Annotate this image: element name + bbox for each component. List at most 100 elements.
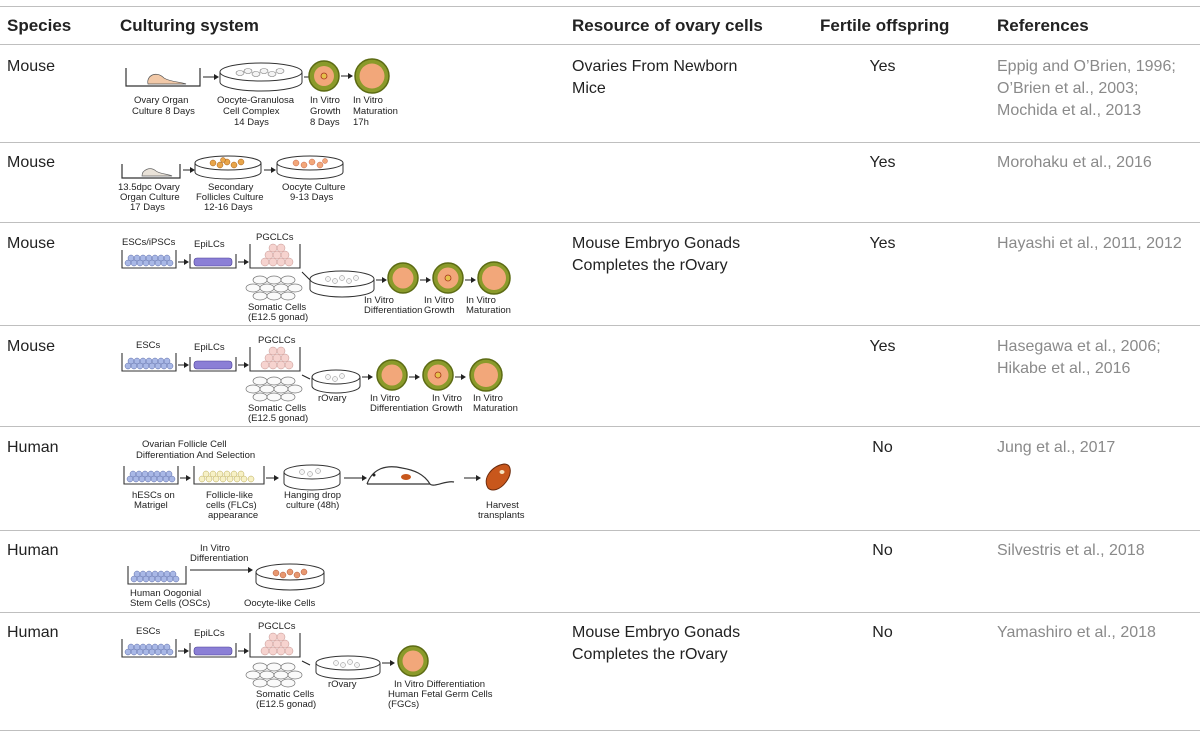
species-cell: Mouse [7, 235, 56, 252]
diagram-label: Maturation [473, 403, 518, 414]
culture-diagram: 13.5dpc Ovary Organ Culture 17 Days Seco… [110, 152, 530, 222]
cell-cluster-icon [235, 68, 285, 77]
diagram-label: Growth [424, 305, 455, 316]
diagram-label: Follicle-like [206, 490, 253, 501]
diagram-label: Maturation [353, 106, 398, 117]
diagram-label: In Vitro Differentiation [394, 679, 485, 690]
stem-cell-layer-icon [126, 470, 176, 483]
species-cell: Human [7, 624, 59, 641]
header-references: References [997, 16, 1089, 35]
diagram-label: culture (48h) [286, 500, 339, 511]
diagram-label: appearance [208, 510, 258, 521]
diagram-label: EpiLCs [194, 628, 225, 639]
species-cell: Mouse [7, 338, 56, 355]
diagram-label: Follicles Culture [196, 192, 264, 203]
epilc-layer-icon [193, 360, 233, 370]
arrow-icon [301, 660, 311, 666]
diagram-label: In Vitro [310, 95, 340, 106]
table-bottom-rule [0, 730, 1200, 731]
flc-layer-icon [198, 470, 255, 483]
header-rule [0, 44, 1200, 45]
row-rule [0, 530, 1200, 531]
diagram-label: Differentiation [364, 305, 422, 316]
references-cell: Hayashi et al., 2011, 2012 [997, 233, 1182, 255]
diagram-label: Cell Complex [223, 106, 280, 117]
diagram-label: Stem Cells (OSCs) [130, 598, 210, 609]
reference-line: Hikabe et al., 2016 [997, 360, 1131, 377]
diagram-label: Matrigel [134, 500, 168, 511]
diagram-label: Ovarian Follicle Cell [142, 439, 226, 450]
stem-cell-layer-icon [130, 570, 180, 583]
header-species: Species [7, 16, 72, 35]
dish-icon [127, 566, 187, 585]
row-rule [0, 142, 1200, 143]
resource-cell: Mouse Embryo Gonads Completes the rOvary [572, 233, 740, 277]
arrow-icon [244, 362, 249, 368]
table-top-rule [0, 6, 1200, 7]
ovary-tissue-icon [141, 168, 173, 177]
diagram-label: Somatic Cells [248, 302, 306, 313]
row-rule [0, 426, 1200, 427]
diagram-label: In Vitro [200, 543, 230, 554]
species-cell: Human [7, 439, 59, 456]
somatic-cells-icon [245, 275, 303, 301]
diagram-label: Culture 8 Days [132, 106, 195, 117]
species-cell: Mouse [7, 154, 56, 171]
fertile-offspring-cell: Yes [869, 154, 896, 171]
row-rule [0, 222, 1200, 223]
arrow-icon [415, 374, 420, 380]
fertile-offspring-cell: Yes [869, 58, 896, 75]
arrow-icon [426, 277, 431, 283]
diagram-label: Differentiation And Selection [136, 450, 255, 461]
resource-line: Completes the rOvary [572, 646, 728, 663]
diagram-label: Secondary [208, 182, 254, 193]
references-cell: Jung et al., 2017 [997, 437, 1115, 459]
arrow-icon [368, 374, 373, 380]
references-cell: Hasegawa et al., 2006; Hikabe et al., 20… [997, 336, 1161, 380]
arrow-icon [184, 362, 189, 368]
diagram-label: PGCLCs [258, 621, 296, 632]
arrow-icon [362, 475, 367, 481]
diagram-label: In Vitro [473, 393, 503, 404]
diagram-label: Growth [310, 106, 341, 117]
reference-line: Hayashi et al., 2011, 2012 [997, 235, 1182, 252]
culture-diagram: ESCs/iPSCs EpiLCs PGCLCs Somatic Cells (… [110, 232, 540, 323]
arrow-icon [301, 271, 311, 281]
mouse-icon [366, 466, 455, 486]
diagram-label: In Vitro [370, 393, 400, 404]
diagram-label: 14 Days [234, 117, 269, 128]
diagram-label: PGCLCs [258, 335, 296, 346]
culture-diagram: In Vitro Differentiation Human Oogonial … [110, 540, 410, 610]
diagram-label: Oocyte-like Cells [244, 598, 316, 609]
diagram-label: Oocyte-Granulosa [217, 95, 295, 106]
diagram-label: EpiLCs [194, 342, 225, 353]
oocyte-like-cells-icon [272, 568, 308, 579]
diagram-label: 17h [353, 117, 369, 128]
resource-line: Completes the rOvary [572, 257, 728, 274]
reference-line: Mochida et al., 2013 [997, 102, 1142, 119]
diagram-label: EpiLCs [194, 239, 225, 250]
oocyte-cluster-icon [292, 158, 328, 169]
header-fertile-offspring: Fertile offspring [820, 16, 950, 35]
diagram-label: Differentiation [190, 553, 248, 564]
diagram-label: Differentiation [370, 403, 428, 414]
diagram-label: Harvest [486, 500, 519, 511]
fertile-offspring-cell: Yes [869, 235, 896, 252]
arrow-icon [301, 374, 311, 380]
ovary-tissue-icon [147, 73, 187, 85]
reference-line: O’Brien et al., 2003; [997, 80, 1139, 97]
pgclc-aggregate-icon [260, 632, 294, 656]
diagram-label: In Vitro [424, 295, 454, 306]
diagram-label: 8 Days [310, 117, 340, 128]
petri-dish-icon [283, 464, 341, 480]
fertile-offspring-cell: Yes [869, 338, 896, 355]
diagram-label: transplants [478, 510, 525, 521]
diagram-label: Growth [432, 403, 463, 414]
header-resource: Resource of ovary cells [572, 16, 763, 35]
reference-line: Eppig and O’Brien, 1996; [997, 58, 1176, 75]
arrow-icon [186, 475, 191, 481]
reference-line: Hasegawa et al., 2006; [997, 338, 1161, 355]
arrow-icon [476, 475, 481, 481]
arrow-icon [184, 259, 189, 265]
